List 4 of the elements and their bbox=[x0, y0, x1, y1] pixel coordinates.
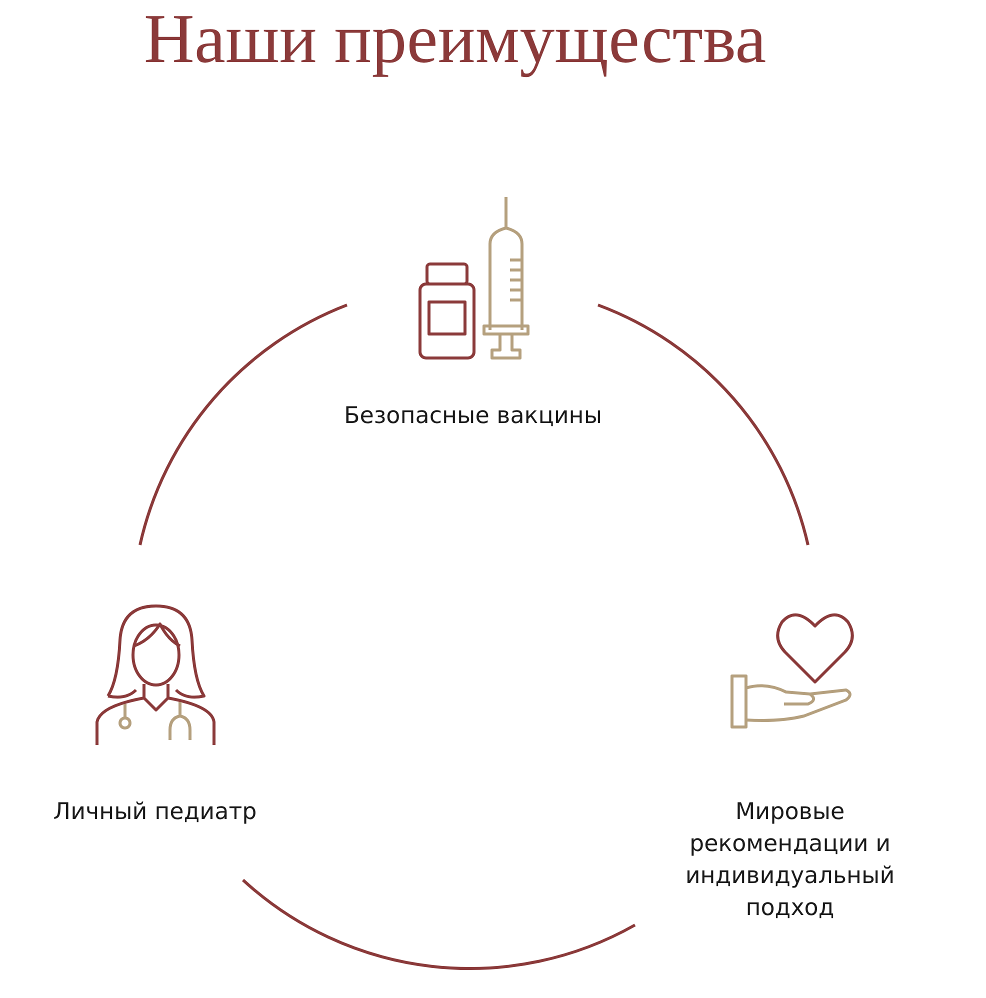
advantage-label: Мировые рекомендации и индивидуальный подход bbox=[684, 798, 896, 923]
advantage-label: Личный педиатр bbox=[52, 798, 258, 827]
advantage-label: Безопасные вакцины bbox=[342, 402, 603, 431]
title: Наши преимущества bbox=[142, 0, 768, 80]
